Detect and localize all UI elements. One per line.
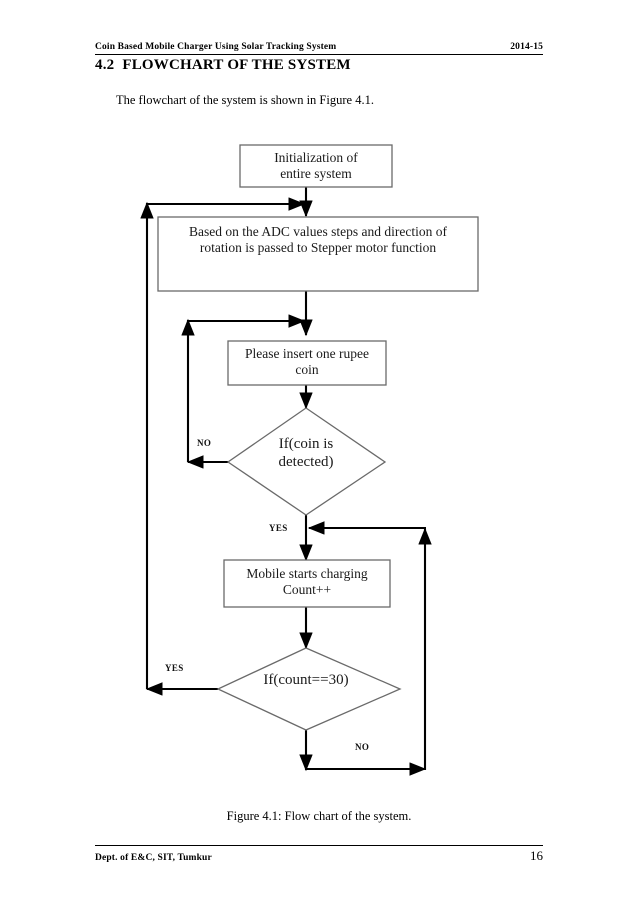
- node-charging-label: Mobile starts charging Count++: [246, 566, 368, 598]
- intro-paragraph: The flowchart of the system is shown in …: [116, 93, 374, 107]
- node-count-decision-diamond: [216, 647, 402, 731]
- branch-label-coin-yes: YES: [269, 523, 288, 533]
- header-rule: [95, 54, 543, 55]
- section-number: 4.2: [95, 57, 115, 73]
- running-footer: Dept. of E&C, SIT, Tumkur 16: [95, 848, 543, 864]
- branch-label-count-yes: YES: [165, 663, 184, 673]
- node-insert-coin-label: Please insert one rupee coin: [244, 346, 370, 378]
- node-init-label: Initialization of entire system: [274, 150, 358, 182]
- section-heading: 4.2 FLOWCHART OF THE SYSTEM: [95, 57, 351, 74]
- header-year: 2014-15: [510, 42, 543, 52]
- header-title: Coin Based Mobile Charger Using Solar Tr…: [95, 42, 337, 52]
- branch-label-count-no: NO: [355, 742, 370, 752]
- node-count-decision-label: If(count==30): [263, 672, 349, 688]
- running-header: Coin Based Mobile Charger Using Solar Tr…: [95, 36, 543, 52]
- branch-label-coin-no: NO: [197, 438, 212, 448]
- node-coin-decision-label: If(coin is detected): [278, 436, 334, 470]
- node-adc-label: Based on the ADC values steps and direct…: [189, 224, 447, 256]
- footer-department: Dept. of E&C, SIT, Tumkur: [95, 853, 212, 863]
- footer-page-number: 16: [530, 848, 543, 863]
- footer-rule: [95, 845, 543, 846]
- section-title: FLOWCHART OF THE SYSTEM: [122, 57, 351, 73]
- figure-caption: Figure 4.1: Flow chart of the system.: [226, 809, 412, 823]
